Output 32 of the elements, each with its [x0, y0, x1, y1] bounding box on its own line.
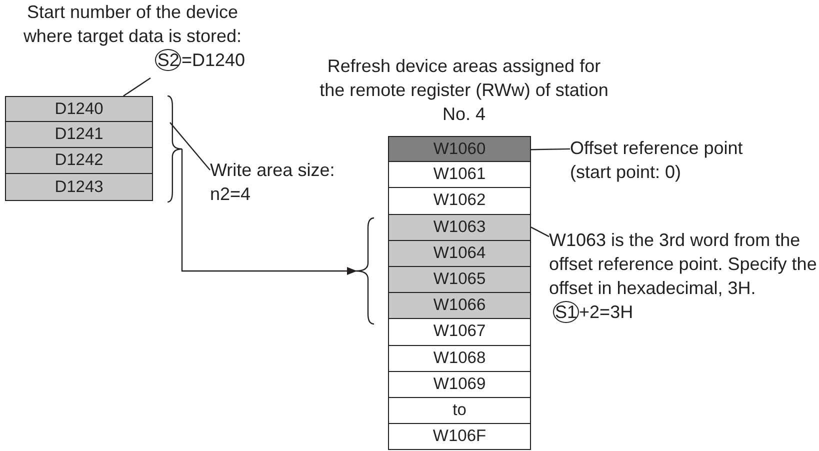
memory-cell: W1069: [388, 370, 531, 398]
circled-operand: S1: [553, 301, 580, 323]
memory-cell: W1064: [388, 240, 531, 267]
leader-line: [170, 122, 210, 170]
memory-cell: W1062: [388, 187, 531, 215]
memory-cell: W1060: [388, 136, 531, 164]
operand-expression: +2=3H: [579, 302, 634, 322]
circled-operand: S2: [155, 49, 182, 71]
memory-cell: W1061: [388, 161, 531, 188]
memory-cell: W1066: [388, 292, 531, 320]
memory-cell: W1068: [388, 344, 531, 372]
callout-text: W1063 is the 3rd word from the offset reference point. Specify the offset in hexadecimal, 3H.: [549, 229, 817, 300]
column-heading: Refresh device areas assigned for the remote register (RWw) of station No. 4: [318, 55, 610, 126]
callout-text: Write area size: n2=4: [210, 159, 336, 206]
memory-cell: W1067: [388, 318, 531, 346]
memory-cell: D1241: [5, 121, 153, 148]
memory-cell: D1240: [5, 96, 153, 123]
memory-cell: D1243: [5, 173, 153, 201]
memory-cell: D1242: [5, 147, 153, 174]
curly-brace: [167, 95, 183, 203]
memory-cell: W1065: [388, 266, 531, 294]
leader-line: [123, 78, 151, 96]
memory-cell: W1063: [388, 214, 531, 241]
callout-text: Start number of the device where target data is stored:: [22, 1, 243, 48]
leader-line: [530, 148, 570, 150]
leader-line: [530, 226, 550, 238]
operand-expression: =D1240: [181, 50, 245, 70]
memory-cell: W106F: [388, 423, 531, 450]
memory-cell: to: [388, 397, 531, 424]
curly-brace: [355, 217, 374, 325]
arrow: [181, 149, 357, 275]
callout-text: Offset reference point (start point: 0): [570, 137, 744, 184]
